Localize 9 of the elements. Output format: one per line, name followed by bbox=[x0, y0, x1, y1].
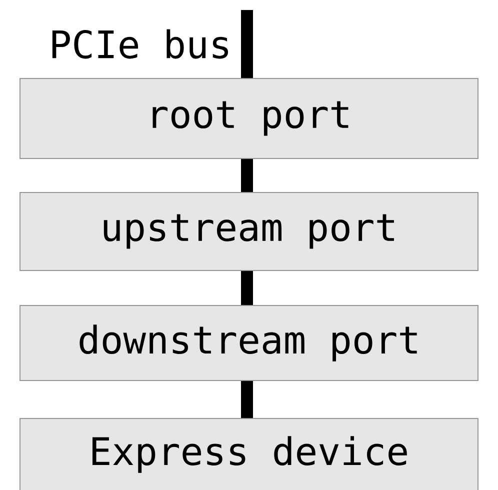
port-box: downstream port bbox=[20, 305, 478, 381]
port-box: Express device bbox=[20, 418, 478, 490]
bus-line bbox=[241, 381, 253, 418]
bus-line bbox=[241, 10, 253, 78]
port-box: upstream port bbox=[20, 192, 478, 271]
port-box: root port bbox=[20, 78, 478, 159]
bus-line bbox=[241, 271, 253, 305]
edge-label: PCIe bus bbox=[52, 29, 228, 59]
bus-line bbox=[241, 159, 253, 192]
